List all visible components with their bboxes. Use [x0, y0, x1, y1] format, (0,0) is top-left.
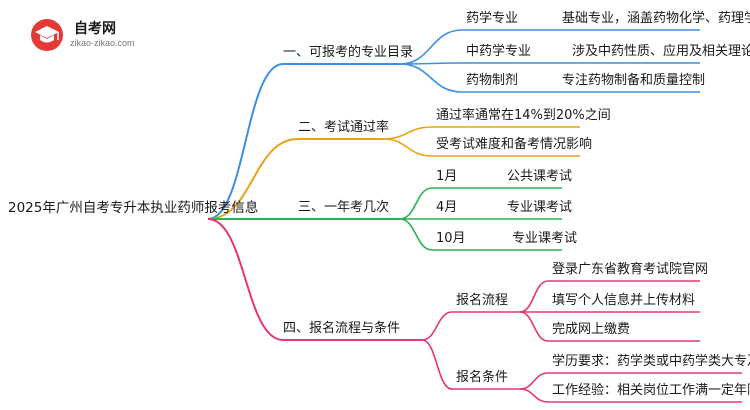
connector-branch4-process	[421, 311, 453, 341]
connector-branch2-child2	[382, 138, 433, 157]
connector-root-branch4	[207, 218, 284, 341]
branch-pass-rate: 二、考试通过率	[298, 120, 390, 135]
major-formulation: 药物制剂	[466, 73, 519, 88]
exam-month-apr-detail: 专业课考试	[507, 200, 573, 215]
process-step-pay: 完成网上缴费	[552, 322, 631, 337]
connector-process-step3	[519, 311, 549, 342]
site-logo[interactable]: 自考网 zikao-zikao.com	[30, 16, 170, 56]
connector-branch1-child1	[399, 29, 463, 65]
connector-root-branch1	[207, 63, 284, 220]
connector-process-step1	[519, 280, 549, 313]
connector-branch1-child3	[399, 63, 463, 93]
logo-url: zikao-zikao.com	[70, 38, 135, 48]
branch-registration: 四、报名流程与条件	[283, 321, 401, 336]
connector-root-branch2	[207, 138, 299, 220]
major-formulation-detail: 专注药物制备和质量控制	[562, 73, 706, 88]
branch-majors: 一、可报考的专业目录	[283, 45, 414, 60]
connector-branch3-child1	[399, 187, 433, 220]
connector-condition2	[519, 388, 549, 403]
graduation-cap-icon	[31, 19, 63, 51]
logo-title: 自考网	[74, 21, 116, 37]
connector-branch2-child1	[382, 126, 433, 140]
exam-month-oct: 10月	[436, 231, 466, 246]
process-step-login: 登录广东省教育考试院官网	[552, 262, 709, 277]
major-pharmacy-detail: 基础专业，涵盖药物化学、药理学	[562, 11, 750, 26]
root-topic: 2025年广州自考专升本执业药师报考信息	[8, 200, 259, 216]
registration-conditions: 报名条件	[456, 370, 509, 385]
registration-process: 报名流程	[456, 293, 509, 308]
connector-branch3-child3	[399, 218, 433, 251]
major-tcm: 中药学专业	[466, 44, 532, 59]
condition-education: 学历要求：药学类或中药学类大专及以上	[552, 354, 750, 369]
exam-month-jan: 1月	[436, 169, 458, 184]
exam-month-oct-detail: 专业课考试	[512, 231, 578, 246]
process-step-fill: 填写个人信息并上传材料	[552, 293, 696, 308]
connector-branch4-conditions	[421, 339, 453, 390]
major-pharmacy: 药学专业	[466, 11, 519, 26]
branch-exam-times: 三、一年考几次	[298, 200, 390, 215]
major-tcm-detail: 涉及中药性质、应用及相关理论	[572, 44, 750, 59]
exam-month-jan-detail: 公共课考试	[507, 169, 573, 184]
connector-condition1	[519, 372, 549, 390]
pass-rate-range: 通过率通常在14%到20%之间	[436, 108, 611, 123]
pass-rate-factors: 受考试难度和备考情况影响	[436, 137, 593, 152]
exam-month-apr: 4月	[436, 200, 458, 215]
condition-experience: 工作经验：相关岗位工作满一定年限	[552, 383, 750, 398]
